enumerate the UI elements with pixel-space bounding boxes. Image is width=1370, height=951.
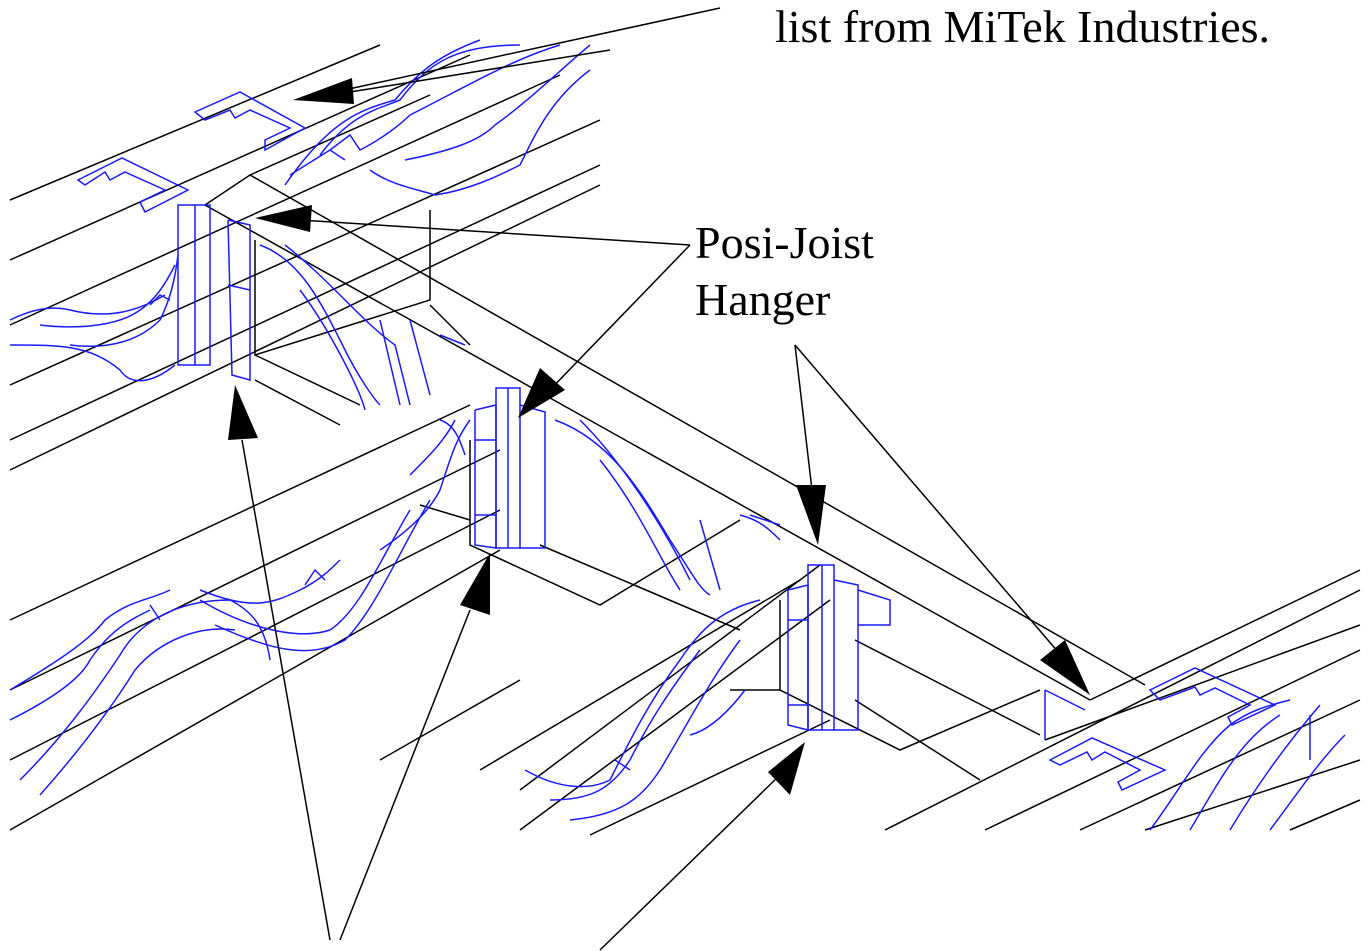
middle-joist: [9, 404, 521, 831]
arrowhead-hanger-2: [518, 368, 565, 418]
lower-joist: [479, 564, 831, 836]
hanger-posts: [177, 204, 891, 731]
hanger-clips: [76, 91, 1277, 791]
top-header-beam: [9, 44, 601, 471]
arrowhead-hanger-4: [1040, 640, 1090, 695]
arrowhead-bottom-1: [228, 385, 258, 440]
arrowhead-top-clip: [293, 78, 354, 104]
top-note: list from MiTek Industries.: [775, 1, 1270, 52]
arrowhead-hanger-3: [796, 485, 826, 545]
arrowhead-bottom-2: [460, 553, 490, 615]
main-beam: [204, 174, 1146, 701]
leader-lines: [228, 7, 1090, 951]
metal-webs: [9, 39, 1346, 831]
hanger-seats: [254, 210, 1041, 781]
hanger-label-line1: Posi-Joist: [695, 217, 874, 268]
hanger-label-line2: Hanger: [695, 274, 830, 325]
arrowhead-bottom-3: [768, 742, 805, 795]
arrowhead-hanger-1: [255, 205, 312, 232]
